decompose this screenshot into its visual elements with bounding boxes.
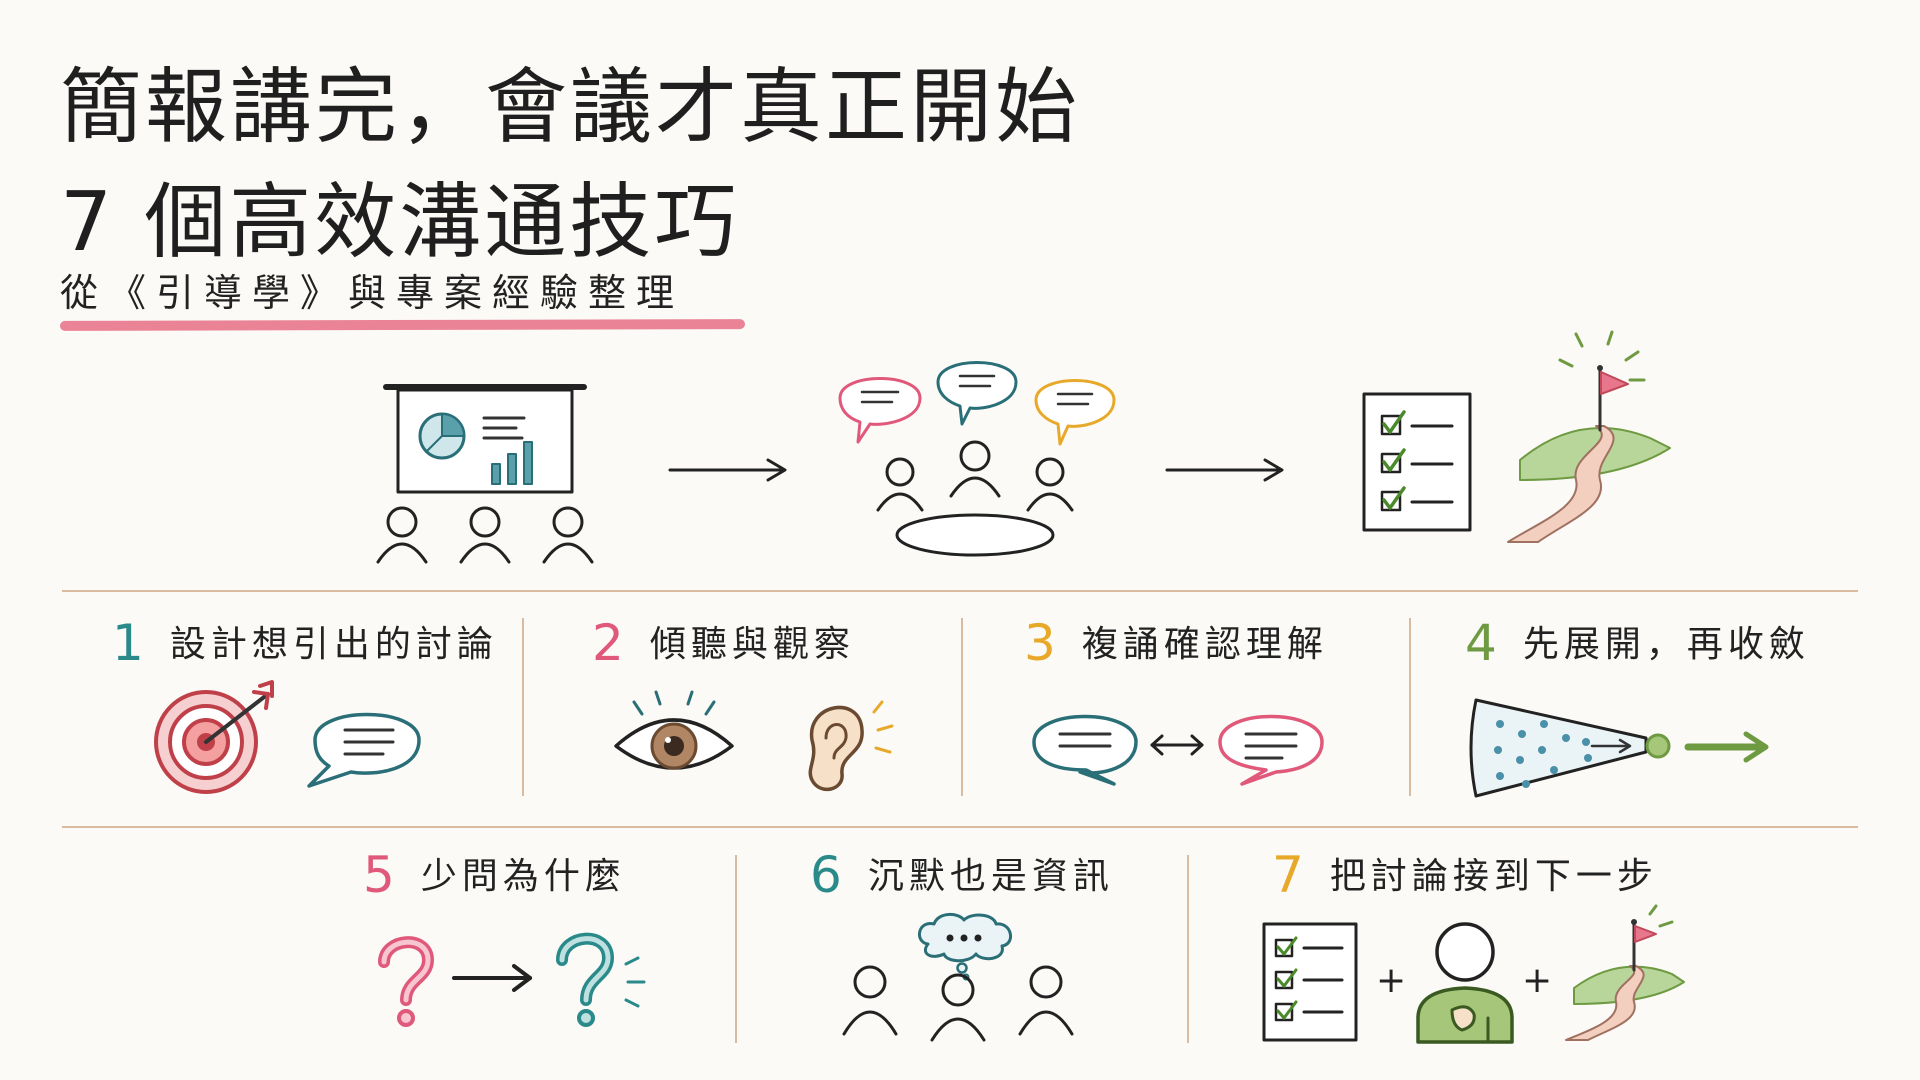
tip-number: 1	[112, 614, 144, 672]
divider	[1187, 855, 1189, 1043]
tip-7: 7 把討論接到下一步	[1272, 846, 1658, 904]
arrow-icon	[668, 458, 787, 482]
divider	[961, 618, 963, 796]
speech-bubble-icon	[1218, 714, 1324, 786]
discussion-icon	[838, 361, 1116, 557]
divider	[62, 590, 1858, 592]
divider	[735, 855, 737, 1043]
title-underline	[59, 319, 746, 331]
page-subtitle: 7 個高效溝通技巧	[60, 175, 740, 270]
tip-label: 傾聽與觀察	[649, 624, 855, 665]
tip-number: 3	[1024, 614, 1056, 672]
page-title: 簡報講完，會議才真正開始	[60, 60, 1081, 155]
question-mark-icon	[378, 936, 434, 1027]
source-note: 從《引導學》與專案經驗整理	[60, 271, 685, 315]
goal-path-icon	[1507, 330, 1671, 543]
tip-1: 1 設計想引出的討論	[112, 614, 498, 672]
tip-6: 6 沉默也是資訊	[810, 846, 1114, 904]
tip-4: 4 先展開，再收斂	[1465, 614, 1810, 672]
presentation-icon	[376, 384, 594, 564]
tip-label: 複誦確認理解	[1081, 624, 1328, 665]
tip-2: 2 傾聽與觀察	[592, 614, 855, 672]
arrow-icon	[1684, 731, 1769, 763]
people-icon	[842, 965, 1074, 1042]
ear-icon	[808, 700, 894, 792]
speech-bubble-icon	[307, 712, 421, 788]
tip-label: 把討論接到下一步	[1329, 856, 1658, 897]
tip-number: 5	[363, 846, 395, 904]
tip-label: 沉默也是資訊	[867, 856, 1114, 897]
checklist-icon	[1362, 392, 1472, 532]
plus-sign: +	[1376, 960, 1407, 1001]
question-mark-icon	[556, 932, 646, 1027]
eye-icon	[614, 690, 734, 770]
tip-number: 6	[810, 846, 842, 904]
tip-5: 5 少問為什麼	[363, 846, 626, 904]
tip-3: 3 複誦確認理解	[1024, 614, 1328, 672]
tip-number: 2	[592, 614, 624, 672]
divider	[62, 826, 1858, 828]
target-icon	[154, 680, 274, 794]
checklist-icon	[1262, 922, 1358, 1042]
person-icon	[1416, 922, 1514, 1044]
arrow-icon	[452, 964, 532, 992]
divider	[522, 618, 524, 796]
divider	[1409, 618, 1411, 796]
plus-sign: +	[1522, 960, 1553, 1001]
tip-number: 7	[1272, 846, 1304, 904]
double-arrow-icon	[1150, 734, 1204, 756]
tip-number: 4	[1465, 614, 1497, 672]
tip-label: 設計想引出的討論	[169, 624, 498, 665]
arrow-icon	[1165, 458, 1284, 482]
funnel-icon	[1469, 698, 1671, 798]
speech-bubble-icon	[1032, 714, 1138, 786]
thought-bubble-icon	[918, 913, 1012, 981]
tip-label: 先展開，再收斂	[1522, 624, 1810, 665]
tip-label: 少問為什麼	[420, 856, 626, 897]
goal-path-icon	[1565, 904, 1685, 1041]
